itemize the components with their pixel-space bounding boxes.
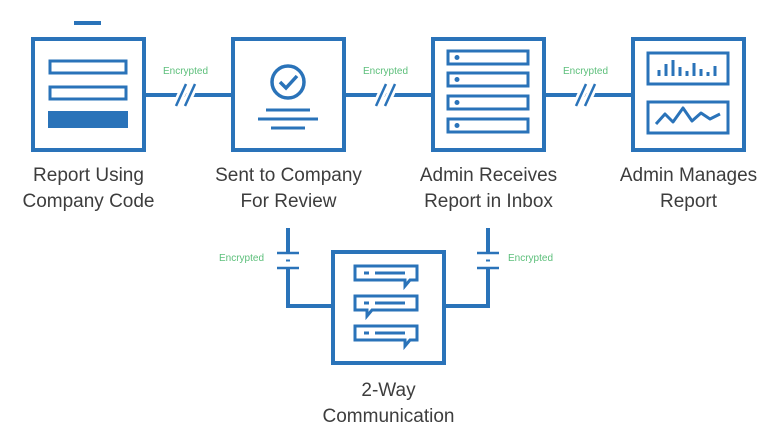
connector-label: Encrypted (563, 66, 609, 77)
step-box-admin-manages (631, 37, 746, 152)
step-box-two-way (331, 250, 446, 365)
connector-label: Encrypted (363, 66, 409, 77)
dashboard-chart-icon (646, 51, 730, 135)
connector-label: Encrypted (219, 253, 265, 264)
break-marks (174, 83, 597, 107)
connector-label: Encrypted (163, 66, 209, 77)
form-document-icon (48, 21, 128, 128)
check-document-icon (258, 64, 318, 130)
server-inbox-icon (446, 49, 530, 134)
step-box-admin-receives (431, 37, 546, 152)
chat-messages-icon (353, 264, 419, 351)
connector-label: Encrypted (508, 253, 554, 264)
step-box-report (31, 21, 146, 152)
step-box-sent (231, 37, 346, 152)
